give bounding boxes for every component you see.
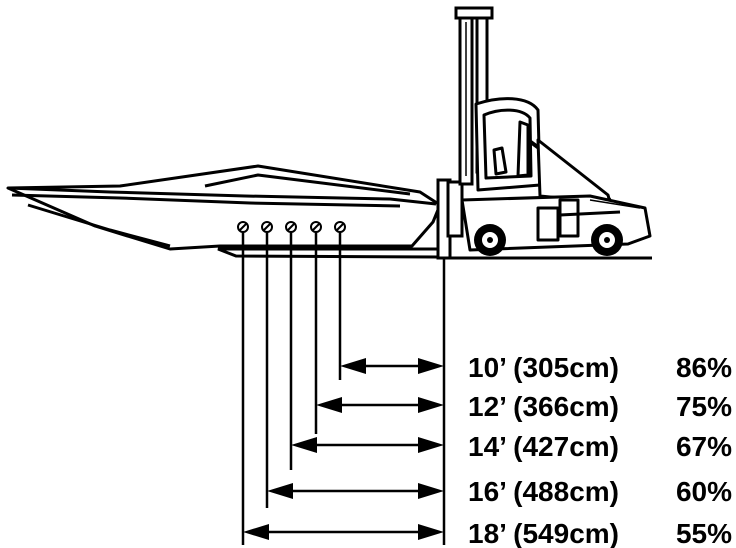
load-length-label: 18’ (549cm) bbox=[468, 518, 619, 548]
load-center-marker bbox=[334, 221, 346, 233]
capacity-labels: 10’ (305cm) 86% 12’ (366cm) 75% 14’ (427… bbox=[468, 352, 732, 548]
load-center-marker bbox=[310, 221, 322, 233]
load-center-marker bbox=[237, 221, 249, 233]
load-length-label: 16’ (488cm) bbox=[468, 476, 619, 507]
capacity-percent-label: 75% bbox=[676, 391, 732, 422]
load-length-label: 12’ (366cm) bbox=[468, 391, 619, 422]
capacity-percent-label: 55% bbox=[676, 518, 732, 548]
capacity-percent-label: 67% bbox=[676, 431, 732, 462]
dimension-arrow-14ft bbox=[291, 437, 444, 453]
capacity-percent-label: 60% bbox=[676, 476, 732, 507]
capacity-percent-label: 86% bbox=[676, 352, 732, 383]
boat-illustration bbox=[6, 164, 442, 251]
dimension-arrows bbox=[243, 358, 444, 540]
load-length-label: 10’ (305cm) bbox=[468, 352, 619, 383]
forklift-mast bbox=[454, 6, 494, 186]
wheel-front bbox=[474, 224, 506, 256]
load-length-label: 14’ (427cm) bbox=[468, 431, 619, 462]
dimension-arrow-16ft bbox=[267, 483, 444, 499]
wheel-rear bbox=[591, 224, 623, 256]
load-center-markers bbox=[237, 221, 346, 233]
extension-lines bbox=[241, 232, 342, 545]
dimension-arrow-10ft bbox=[340, 358, 444, 374]
load-center-marker bbox=[285, 221, 297, 233]
load-center-marker bbox=[261, 221, 273, 233]
dimension-arrow-12ft bbox=[316, 397, 444, 413]
forks bbox=[217, 178, 464, 260]
dimension-arrow-18ft bbox=[243, 524, 444, 540]
